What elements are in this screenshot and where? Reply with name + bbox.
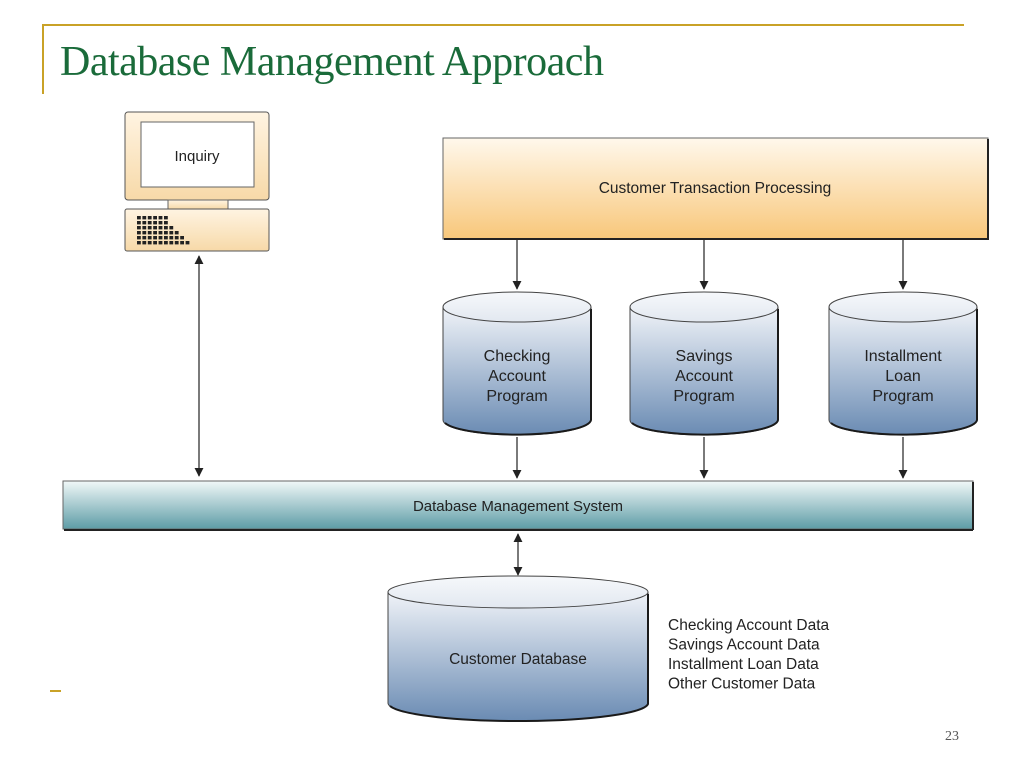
keyboard-key bbox=[174, 241, 179, 245]
keyboard-key bbox=[158, 241, 163, 245]
keyboard-key bbox=[164, 216, 168, 220]
terminal-stand bbox=[167, 199, 229, 210]
keyboard-key bbox=[147, 241, 152, 245]
keyboard-key bbox=[164, 236, 168, 240]
keyboard-key bbox=[142, 216, 147, 220]
keyboard-key bbox=[142, 231, 147, 235]
keyboard-key bbox=[169, 231, 174, 235]
cylinder-top bbox=[828, 291, 978, 323]
database-content-item: Checking Account Data bbox=[668, 617, 830, 634]
inquiry-label: Inquiry bbox=[174, 148, 220, 165]
keyboard-key bbox=[142, 226, 147, 230]
database-content-item: Other Customer Data bbox=[668, 676, 816, 693]
transaction-processing-box: Customer Transaction Processing bbox=[442, 137, 989, 240]
program-label-line: Installment bbox=[864, 348, 942, 365]
keyboard-key bbox=[164, 241, 168, 245]
keyboard-key bbox=[158, 226, 163, 230]
program-cylinders: CheckingAccountProgramSavingsAccountProg… bbox=[442, 240, 978, 479]
keyboard-key bbox=[137, 221, 141, 225]
cylinder-top bbox=[629, 291, 779, 323]
keyboard-key bbox=[153, 241, 157, 245]
transaction-processing-label: Customer Transaction Processing bbox=[599, 180, 832, 197]
keyboard-key bbox=[180, 236, 184, 240]
keyboard-key bbox=[147, 231, 152, 235]
keyboard-key bbox=[147, 221, 152, 225]
keyboard-key bbox=[180, 241, 184, 245]
keyboard-key bbox=[147, 226, 152, 230]
program-label-line: Program bbox=[872, 388, 933, 405]
keyboard-key bbox=[153, 231, 157, 235]
dbms-bar: Database Management System bbox=[62, 480, 974, 531]
keyboard-key bbox=[142, 236, 147, 240]
keyboard-key bbox=[158, 236, 163, 240]
program-label-line: Account bbox=[488, 368, 546, 385]
keyboard-key bbox=[142, 221, 147, 225]
program-label-line: Account bbox=[675, 368, 733, 385]
database-content-item: Installment Loan Data bbox=[668, 656, 819, 673]
keyboard-key bbox=[153, 221, 157, 225]
title-rule-left bbox=[42, 24, 44, 94]
keyboard-key bbox=[169, 236, 174, 240]
database-content-item: Savings Account Data bbox=[668, 637, 820, 654]
keyboard-key bbox=[137, 236, 141, 240]
inquiry-terminal: Inquiry bbox=[124, 111, 270, 252]
keyboard-key bbox=[158, 221, 163, 225]
program-label-line: Program bbox=[673, 388, 734, 405]
keyboard-key bbox=[164, 226, 168, 230]
keyboard-key bbox=[174, 231, 179, 235]
keyboard-key bbox=[137, 231, 141, 235]
program-label-line: Savings bbox=[676, 348, 733, 365]
keyboard-key bbox=[169, 226, 174, 230]
keyboard-key bbox=[147, 236, 152, 240]
keyboard-key bbox=[153, 226, 157, 230]
keyboard-key bbox=[142, 241, 147, 245]
keyboard-keys-icon bbox=[137, 216, 190, 245]
keyboard-key bbox=[164, 221, 168, 225]
terminal-keyboard bbox=[124, 208, 270, 252]
keyboard-key bbox=[174, 236, 179, 240]
slide-title: Database Management Approach bbox=[60, 39, 604, 85]
cylinder-top bbox=[442, 291, 592, 323]
keyboard-key bbox=[153, 216, 157, 220]
keyboard-key bbox=[137, 216, 141, 220]
title-rule-top bbox=[42, 24, 964, 26]
keyboard-key bbox=[137, 241, 141, 245]
customer-database-cylinder: Customer Database bbox=[387, 575, 649, 723]
program-label-line: Program bbox=[486, 388, 547, 405]
customer-database-label: Customer Database bbox=[449, 651, 587, 668]
keyboard-key bbox=[169, 241, 174, 245]
keyboard-key bbox=[164, 231, 168, 235]
keyboard-key bbox=[147, 216, 152, 220]
keyboard-key bbox=[137, 226, 141, 230]
dbms-label: Database Management System bbox=[413, 498, 623, 515]
keyboard-key bbox=[153, 236, 157, 240]
program-label-line: Loan bbox=[885, 368, 921, 385]
slide-number: 23 bbox=[945, 729, 959, 744]
terminal-screen bbox=[140, 121, 255, 188]
program-label-line: Checking bbox=[484, 348, 551, 365]
keyboard-key bbox=[158, 216, 163, 220]
footer-rule bbox=[50, 690, 61, 692]
keyboard-key bbox=[185, 241, 190, 245]
keyboard-key bbox=[158, 231, 163, 235]
